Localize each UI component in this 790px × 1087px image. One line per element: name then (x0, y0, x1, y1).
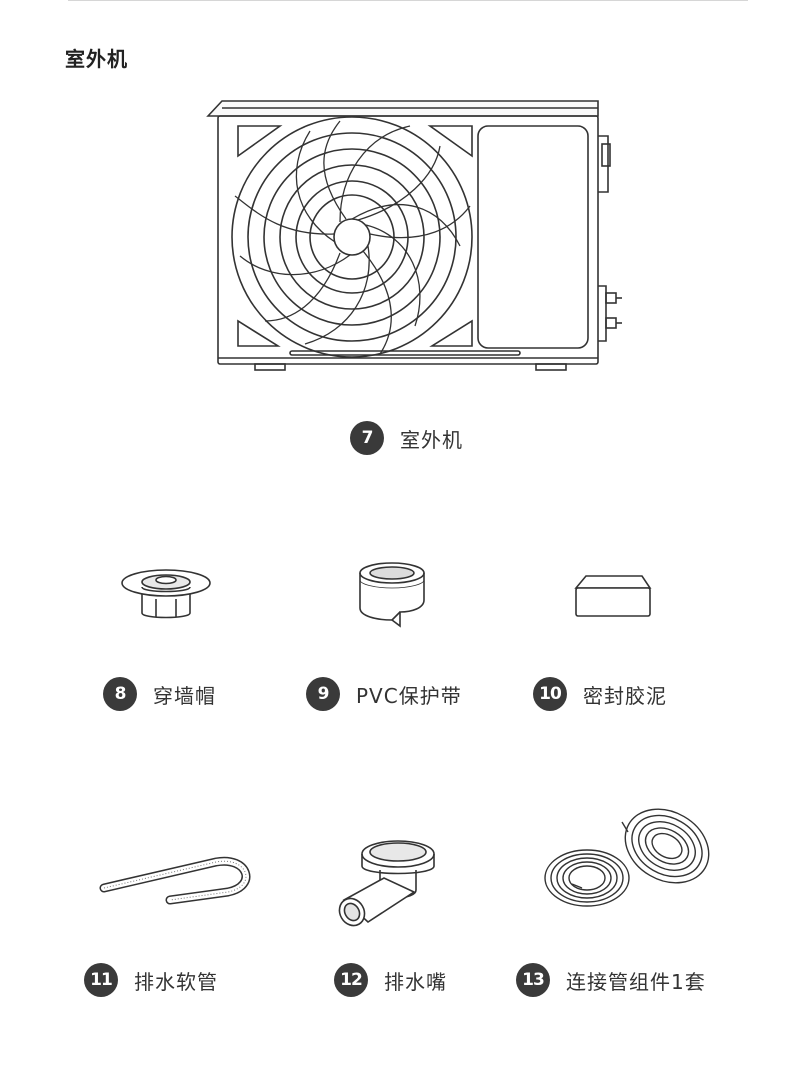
item-label: 连接管组件1套 (566, 969, 706, 994)
sealing-putty-icon (572, 572, 654, 620)
drain-nozzle-icon (328, 830, 448, 930)
section-title: 室外机 (65, 47, 128, 71)
caption-connecting-pipe-set: 13 连接管组件1套 (516, 962, 706, 998)
item-number-badge: 8 (103, 677, 137, 711)
outdoor-unit-icon (200, 96, 630, 376)
pvc-tape-icon (354, 560, 434, 630)
caption-drain-nozzle: 12 排水嘴 (334, 962, 447, 998)
item-number-badge: 12 (334, 963, 368, 997)
connecting-pipe-set-icon (542, 808, 714, 912)
item-number-badge: 13 (516, 963, 550, 997)
caption-outdoor-unit: 7 室外机 (350, 420, 463, 456)
drain-hose-icon (98, 852, 254, 905)
item-label: 穿墙帽 (153, 683, 216, 708)
item-label: 室外机 (400, 427, 463, 452)
item-number-badge: 7 (350, 421, 384, 455)
caption-sealing-putty: 10 密封胶泥 (533, 676, 667, 712)
wall-cap-icon (120, 563, 212, 623)
caption-wall-cap: 8 穿墙帽 (103, 676, 216, 712)
item-label: PVC保护带 (356, 683, 462, 708)
item-number-badge: 10 (533, 677, 567, 711)
caption-pvc-tape: 9 PVC保护带 (306, 676, 462, 712)
item-number-badge: 11 (84, 963, 118, 997)
item-label: 排水软管 (134, 969, 218, 994)
item-number-badge: 9 (306, 677, 340, 711)
caption-drain-hose: 11 排水软管 (84, 962, 218, 998)
top-divider (68, 0, 748, 1)
item-label: 密封胶泥 (583, 683, 667, 708)
item-label: 排水嘴 (384, 969, 447, 994)
